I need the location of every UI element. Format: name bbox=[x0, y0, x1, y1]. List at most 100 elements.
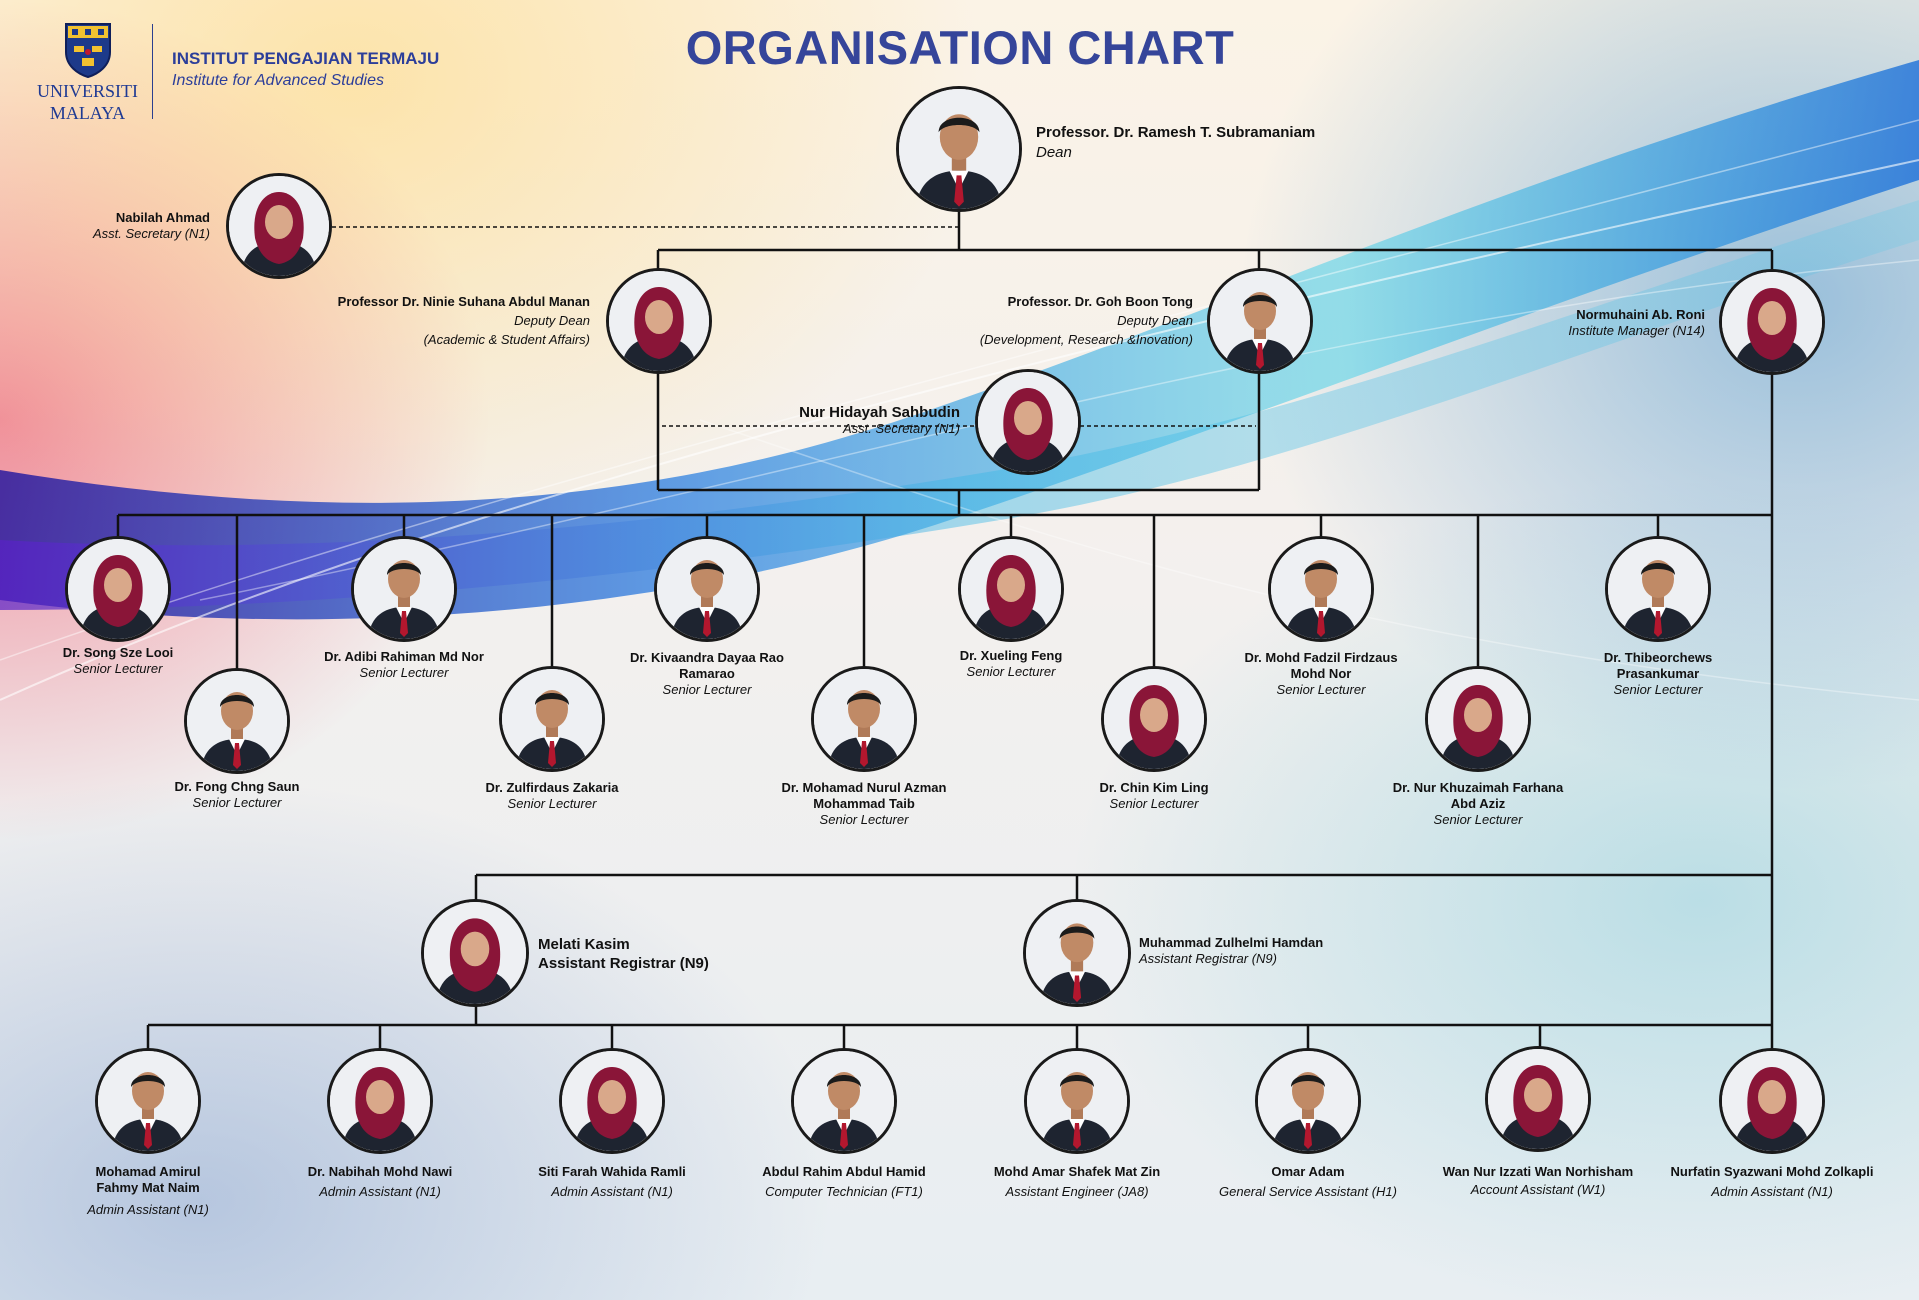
portrait-icon bbox=[978, 372, 1078, 472]
lecturer-name: Dr. Zulfirdaus Zakaria bbox=[485, 780, 619, 795]
deputy-dean-academic-label: Professor Dr. Ninie Suhana Abdul Manan D… bbox=[260, 292, 590, 349]
portrait-icon bbox=[1271, 539, 1371, 639]
institute-manager-label: Normuhaini Ab. Roni Institute Manager (N… bbox=[1500, 307, 1705, 339]
dean-label: Professor. Dr. Ramesh T. Subramaniam Dea… bbox=[1036, 123, 1396, 163]
lecturer-name: Dr. Thibeorchews Prasankumar bbox=[1603, 650, 1713, 681]
staff-photo bbox=[1024, 1048, 1130, 1154]
staff-role: Admin Assistant (N1) bbox=[87, 1202, 209, 1217]
lecturer-photo bbox=[1268, 536, 1374, 642]
staff-name: Mohd Amar Shafek Mat Zin bbox=[993, 1164, 1161, 1179]
deputy-dean-academic-role: Deputy Dean (Academic & Student Affairs) bbox=[423, 313, 590, 347]
staff-role: Admin Assistant (N1) bbox=[319, 1184, 441, 1199]
lecturer-label: Dr. Chin Kim Ling Senior Lecturer bbox=[1054, 780, 1254, 812]
portrait-icon bbox=[1488, 1049, 1588, 1149]
staff-name: Dr. Nabihah Mohd Nawi bbox=[307, 1164, 453, 1179]
staff-photo bbox=[95, 1048, 201, 1154]
lecturer-photo bbox=[499, 666, 605, 772]
lecturer-name: Dr. Song Sze Looi bbox=[62, 645, 174, 660]
lecturer-name: Dr. Xueling Feng bbox=[959, 648, 1063, 663]
deputy-dean-academic-photo bbox=[606, 268, 712, 374]
lecturer-label: Dr. Adibi Rahiman Md Nor Senior Lecturer bbox=[294, 649, 514, 681]
registrar-photo bbox=[1023, 899, 1131, 1007]
portrait-icon bbox=[229, 176, 329, 276]
page-title: ORGANISATION CHART bbox=[685, 21, 1235, 74]
deputy-dean-academic-name: Professor Dr. Ninie Suhana Abdul Manan bbox=[337, 294, 590, 309]
lecturer-role: Senior Lecturer bbox=[1276, 682, 1366, 697]
lecturer-label: Dr. Zulfirdaus Zakaria Senior Lecturer bbox=[452, 780, 652, 812]
dean-photo bbox=[896, 86, 1022, 212]
logo-text-universiti: UNIVERSITI bbox=[37, 81, 138, 101]
institute-name: INSTITUT PENGAJIAN TERMAJU Institute for… bbox=[172, 49, 439, 90]
staff-name: Wan Nur Izzati Wan Norhisham bbox=[1442, 1164, 1634, 1179]
portrait-icon bbox=[1722, 1051, 1822, 1151]
staff-name: Abdul Rahim Abdul Hamid bbox=[762, 1164, 926, 1179]
staff-label: Mohd Amar Shafek Mat Zin Assistant Engin… bbox=[957, 1164, 1197, 1200]
institute-name-malay: INSTITUT PENGAJIAN TERMAJU bbox=[172, 49, 440, 68]
lecturer-role: Senior Lecturer bbox=[359, 665, 449, 680]
deputy-secretary-name: Nur Hidayah Sahbudin bbox=[799, 404, 960, 421]
lecturer-photo bbox=[351, 536, 457, 642]
portrait-icon bbox=[1608, 539, 1708, 639]
deputy-secretary-label: Nur Hidayah Sahbudin Asst. Secretary (N1… bbox=[740, 405, 960, 437]
registrar-name: Melati Kasim bbox=[538, 936, 630, 953]
deputy-dean-research-photo bbox=[1207, 268, 1313, 374]
lecturer-role: Senior Lecturer bbox=[1433, 812, 1523, 827]
lecturer-label: Dr. Song Sze Looi Senior Lecturer bbox=[28, 645, 208, 677]
lecturer-role: Senior Lecturer bbox=[966, 664, 1056, 679]
lecturer-role: Senior Lecturer bbox=[1613, 682, 1703, 697]
portrait-icon bbox=[1258, 1051, 1358, 1151]
dean-secretary-name: Nabilah Ahmad bbox=[115, 210, 210, 225]
lecturer-photo bbox=[1605, 536, 1711, 642]
dean-secretary-label: Nabilah Ahmad Asst. Secretary (N1) bbox=[30, 210, 210, 242]
portrait-icon bbox=[1104, 669, 1204, 769]
lecturer-role: Senior Lecturer bbox=[819, 812, 909, 827]
lecturer-photo bbox=[654, 536, 760, 642]
deputy-secretary-role: Asst. Secretary (N1) bbox=[842, 421, 960, 436]
staff-role: Assistant Engineer (JA8) bbox=[1005, 1184, 1149, 1199]
header-divider bbox=[152, 24, 153, 119]
staff-name: Nurfatin Syazwani Mohd Zolkapli bbox=[1670, 1164, 1874, 1179]
portrait-icon bbox=[794, 1051, 894, 1151]
lecturer-role: Senior Lecturer bbox=[1109, 796, 1199, 811]
staff-name: Omar Adam bbox=[1271, 1164, 1345, 1179]
portrait-icon bbox=[1210, 271, 1310, 371]
lecturer-photo bbox=[184, 668, 290, 774]
institute-manager-name: Normuhaini Ab. Roni bbox=[1576, 307, 1705, 322]
registrar-label: Muhammad Zulhelmi Hamdan Assistant Regis… bbox=[1139, 935, 1439, 967]
staff-label: Dr. Nabihah Mohd Nawi Admin Assistant (N… bbox=[270, 1164, 490, 1200]
registrar-label: Melati Kasim Assistant Registrar (N9) bbox=[538, 935, 798, 973]
institute-manager-photo bbox=[1719, 269, 1825, 375]
portrait-icon bbox=[98, 1051, 198, 1151]
dean-secretary-role: Asst. Secretary (N1) bbox=[92, 226, 210, 241]
institute-manager-role: Institute Manager (N14) bbox=[1568, 323, 1705, 338]
staff-label: Abdul Rahim Abdul Hamid Computer Technic… bbox=[724, 1164, 964, 1200]
lecturer-role: Senior Lecturer bbox=[73, 661, 163, 676]
lecturer-photo bbox=[1101, 666, 1207, 772]
lecturer-label: Dr. Fong Chng Saun Senior Lecturer bbox=[147, 779, 327, 811]
registrar-role: Assistant Registrar (N9) bbox=[1139, 951, 1277, 966]
portrait-icon bbox=[609, 271, 709, 371]
lecturer-role: Senior Lecturer bbox=[507, 796, 597, 811]
portrait-icon bbox=[187, 671, 287, 771]
staff-photo bbox=[791, 1048, 897, 1154]
portrait-icon bbox=[68, 539, 168, 639]
lecturer-photo bbox=[811, 666, 917, 772]
staff-photo bbox=[1255, 1048, 1361, 1154]
crest-icon bbox=[64, 23, 111, 78]
staff-role: General Service Assistant (H1) bbox=[1219, 1184, 1397, 1199]
lecturer-photo bbox=[65, 536, 171, 642]
portrait-icon bbox=[814, 669, 914, 769]
portrait-icon bbox=[1026, 902, 1128, 1004]
portrait-icon bbox=[657, 539, 757, 639]
staff-name: Mohamad Amirul Fahmy Mat Naim bbox=[95, 1164, 201, 1195]
lecturer-label: Dr. Nur Khuzaimah Farhana Abd Aziz Senio… bbox=[1358, 780, 1598, 828]
lecturer-label: Dr. Thibeorchews Prasankumar Senior Lect… bbox=[1558, 650, 1758, 698]
lecturer-name: Dr. Chin Kim Ling bbox=[1099, 780, 1209, 795]
lecturer-role: Senior Lecturer bbox=[192, 795, 282, 810]
logo-text-malaya: MALAYA bbox=[49, 103, 126, 123]
lecturer-label: Dr. Mohamad Nurul Azman Mohammad Taib Se… bbox=[744, 780, 984, 828]
dean-name: Professor. Dr. Ramesh T. Subramaniam bbox=[1036, 124, 1316, 141]
lecturer-label: Dr. Kivaandra Dayaa Rao Ramarao Senior L… bbox=[597, 650, 817, 698]
portrait-icon bbox=[562, 1051, 662, 1151]
